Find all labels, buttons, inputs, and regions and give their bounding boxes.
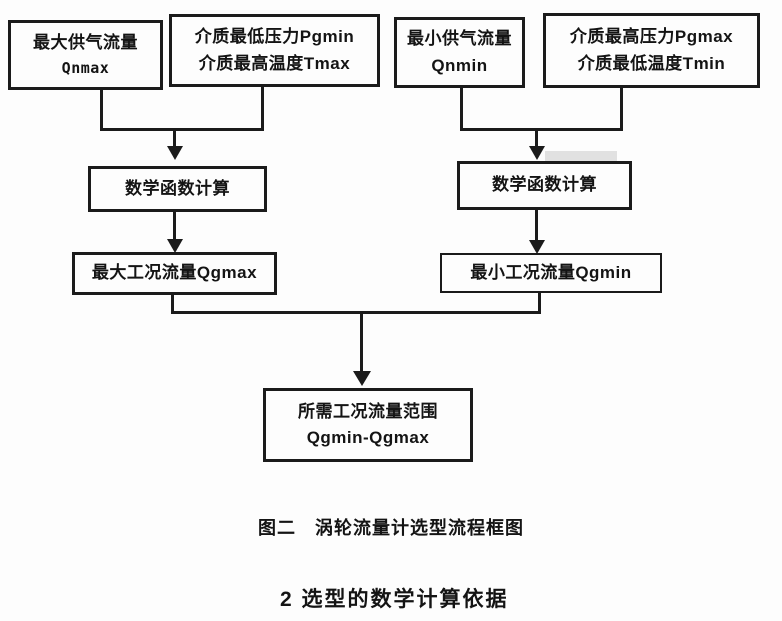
arrow-right-calc-stem bbox=[535, 130, 538, 148]
box-min-supply-flow-label: 最小供气流量 bbox=[407, 29, 512, 49]
arrow-down-icon bbox=[529, 240, 545, 254]
box-min-pressure-label: 介质最低压力Pgmin bbox=[194, 27, 355, 47]
connector-merge-horizontal bbox=[171, 311, 541, 314]
box-required-flow-range: 所需工况流量范围 Qgmin-Qgmax bbox=[263, 388, 473, 462]
box-max-pressure-min-temp: 介质最高压力Pgmax 介质最低温度Tmin bbox=[543, 13, 760, 88]
section-heading: 2 选型的数学计算依据 bbox=[280, 588, 509, 611]
box-min-supply-flow-symbol: Qnmin bbox=[431, 55, 488, 75]
box-max-supply-flow: 最大供气流量 Qnmax bbox=[8, 20, 163, 90]
arrow-down-icon bbox=[167, 146, 183, 160]
arrow-down-icon bbox=[167, 239, 183, 253]
box-required-flow-range-label: 所需工况流量范围 bbox=[298, 401, 438, 421]
box-max-temp-label: 介质最高温度Tmax bbox=[198, 53, 351, 73]
arrow-qgmin-stem bbox=[535, 210, 538, 241]
connector-right-stub1 bbox=[460, 88, 463, 131]
box-min-operating-flow-label: 最小工况流量Qgmin bbox=[470, 262, 632, 282]
arrow-qgmax-stem bbox=[173, 212, 176, 240]
arrow-down-icon bbox=[529, 146, 545, 160]
box-max-operating-flow: 最大工况流量Qgmax bbox=[72, 252, 277, 295]
connector-merge-stub-right bbox=[538, 293, 541, 314]
arrow-range-stem bbox=[360, 313, 363, 373]
box-min-supply-flow: 最小供气流量 Qnmin bbox=[394, 17, 525, 88]
connector-left-horizontal bbox=[100, 128, 264, 131]
box-max-operating-flow-label: 最大工况流量Qgmax bbox=[91, 263, 258, 283]
box-math-calc-right-label: 数学函数计算 bbox=[492, 175, 597, 195]
connector-merge-stub-left bbox=[171, 295, 174, 314]
arrow-left-calc-stem bbox=[173, 130, 176, 148]
box-min-operating-flow: 最小工况流量Qgmin bbox=[440, 253, 662, 293]
box-max-pressure-label: 介质最高压力Pgmax bbox=[569, 27, 734, 47]
box-max-supply-flow-symbol: Qnmax bbox=[61, 58, 110, 77]
arrow-down-icon bbox=[353, 371, 371, 386]
box-required-flow-range-symbol: Qgmin-Qgmax bbox=[306, 428, 430, 447]
connector-left-stub1 bbox=[100, 90, 103, 131]
figure-caption: 图二 涡轮流量计选型流程框图 bbox=[258, 518, 524, 538]
box-math-calc-left-label: 数学函数计算 bbox=[125, 178, 230, 198]
connector-left-stub2 bbox=[261, 87, 264, 131]
box-min-pressure-max-temp: 介质最低压力Pgmin 介质最高温度Tmax bbox=[169, 14, 380, 87]
connector-right-stub2 bbox=[620, 88, 623, 131]
box-min-temp-label: 介质最低温度Tmin bbox=[577, 53, 726, 73]
box-math-calc-left: 数学函数计算 bbox=[88, 166, 267, 212]
scan-artifact bbox=[545, 151, 617, 161]
connector-right-horizontal bbox=[460, 128, 623, 131]
box-max-supply-flow-label: 最大供气流量 bbox=[33, 33, 138, 53]
box-math-calc-right: 数学函数计算 bbox=[457, 161, 632, 210]
